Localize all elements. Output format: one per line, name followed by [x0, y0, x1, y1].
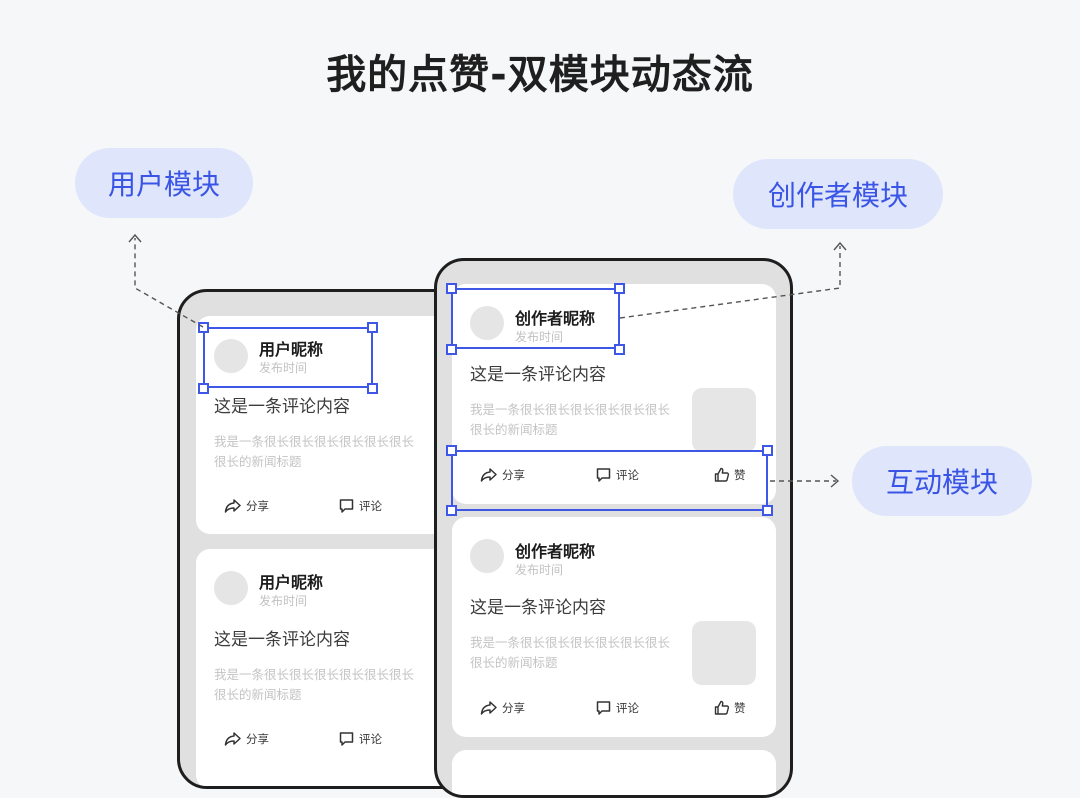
selection-handle — [367, 383, 378, 394]
user-module-connector — [134, 238, 204, 328]
share-button[interactable]: 分享 — [480, 700, 525, 716]
share-icon — [224, 498, 242, 514]
share-label: 分享 — [502, 701, 525, 715]
comment-icon — [338, 498, 355, 514]
comment-button[interactable]: 评论 — [338, 498, 382, 514]
user-nickname[interactable]: 用户昵称 — [259, 340, 324, 359]
comment-button[interactable]: 评论 — [595, 467, 639, 483]
arrow-up-icon — [833, 241, 847, 251]
share-icon — [224, 731, 242, 747]
news-title[interactable]: 我是一条很长很长很长很长很长很长很长的新闻标题 — [470, 402, 671, 437]
publish-time: 发布时间 — [259, 594, 308, 608]
selection-handle — [198, 322, 209, 333]
label-creator-module: 创作者模块 — [733, 159, 943, 229]
selection-handle — [614, 283, 625, 294]
like-icon — [714, 467, 730, 483]
selection-handle — [367, 322, 378, 333]
creator-nickname[interactable]: 创作者昵称 — [515, 309, 596, 328]
selection-handle — [446, 344, 457, 355]
share-button[interactable]: 分享 — [480, 467, 525, 483]
comment-label: 评论 — [359, 499, 382, 513]
page-title: 我的点赞-双模块动态流 — [326, 52, 754, 98]
comment-button[interactable]: 评论 — [595, 700, 639, 716]
connector-arrows — [128, 233, 847, 488]
comment-label: 评论 — [359, 732, 382, 746]
publish-time: 发布时间 — [515, 563, 564, 577]
news-title[interactable]: 我是一条很长很长很长很长很长很长很长的新闻标题 — [470, 635, 671, 670]
share-label: 分享 — [502, 468, 525, 482]
arrow-right-icon — [830, 474, 840, 488]
comment-icon — [595, 467, 612, 483]
news-thumbnail[interactable] — [692, 388, 756, 452]
feed-card[interactable] — [452, 750, 776, 795]
news-thumbnail[interactable] — [692, 621, 756, 685]
arrow-up-icon — [128, 233, 142, 243]
comment-text: 这是一条评论内容 — [470, 598, 606, 618]
selection-handle — [446, 445, 457, 456]
creator-nickname[interactable]: 创作者昵称 — [515, 542, 596, 561]
interaction-module-selection — [451, 450, 768, 511]
publish-time: 发布时间 — [259, 361, 308, 375]
feed-card[interactable]: 创作者昵称 发布时间 这是一条评论内容 我是一条很长很长很长很长很长很长很长的新… — [452, 284, 776, 504]
comment-icon — [338, 731, 355, 747]
share-button[interactable]: 分享 — [224, 498, 269, 514]
user-nickname[interactable]: 用户昵称 — [259, 573, 324, 592]
selection-handle — [762, 505, 773, 516]
comment-label: 评论 — [616, 701, 639, 715]
feed-card[interactable]: 用户昵称 发布时间 这是一条评论内容 我是一条很长很长很长很长很长很长很长的新闻… — [196, 316, 474, 534]
share-icon — [480, 467, 498, 483]
share-button[interactable]: 分享 — [224, 731, 269, 747]
like-button[interactable]: 赞 — [714, 700, 746, 716]
share-icon — [480, 700, 498, 716]
like-icon — [714, 700, 730, 716]
label-user-module: 用户模块 — [75, 148, 253, 218]
selection-handle — [198, 383, 209, 394]
avatar[interactable] — [470, 306, 504, 340]
comment-label: 评论 — [616, 468, 639, 482]
label-interaction-module: 互动模块 — [852, 446, 1032, 516]
creator-module-connector — [619, 246, 841, 319]
comment-icon — [595, 700, 612, 716]
comment-text: 这是一条评论内容 — [470, 365, 606, 385]
share-label: 分享 — [246, 732, 269, 746]
publish-time: 发布时间 — [515, 330, 564, 344]
selection-handle — [614, 344, 625, 355]
feed-card[interactable]: 创作者昵称 发布时间 这是一条评论内容 我是一条很长很长很长很长很长很长很长的新… — [452, 517, 776, 737]
comment-text: 这是一条评论内容 — [214, 630, 350, 650]
comment-text: 这是一条评论内容 — [214, 397, 350, 417]
selection-handle — [446, 283, 457, 294]
creator-module-selection — [451, 288, 620, 349]
avatar[interactable] — [470, 539, 504, 573]
like-label: 赞 — [734, 701, 746, 715]
feed-card[interactable]: 用户昵称 发布时间 这是一条评论内容 我是一条很长很长很长很长很长很长很长的新闻… — [196, 549, 474, 786]
selection-handle — [446, 505, 457, 516]
news-title[interactable]: 我是一条很长很长很长很长很长很长很长的新闻标题 — [214, 434, 415, 469]
selection-handle — [762, 445, 773, 456]
like-button[interactable]: 赞 — [714, 467, 746, 483]
user-module-selection — [203, 327, 373, 388]
avatar[interactable] — [214, 339, 248, 373]
news-title[interactable]: 我是一条很长很长很长很长很长很长很长的新闻标题 — [214, 667, 415, 702]
share-label: 分享 — [246, 499, 269, 513]
comment-button[interactable]: 评论 — [338, 731, 382, 747]
like-label: 赞 — [734, 468, 746, 482]
avatar[interactable] — [214, 571, 248, 605]
